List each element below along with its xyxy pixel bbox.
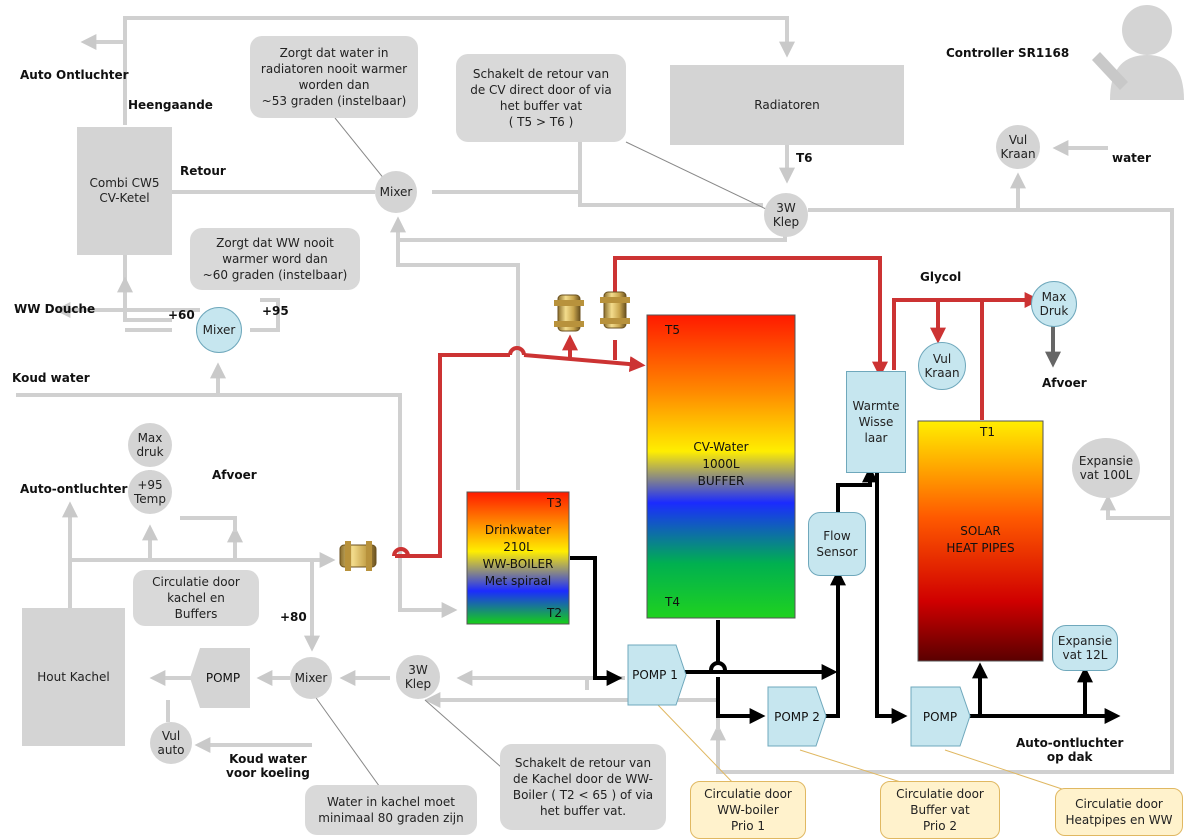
label-water: water [1112,151,1151,165]
pump-solar: POMP [922,709,958,724]
mixer-radiator: Mixer [375,171,417,213]
pump-2: POMP 2 [774,709,820,724]
hout-kachel-box: Hout Kachel [22,608,125,746]
sensor-t1-label: T1 [980,425,995,439]
flow-sensor: Flow Sensor [808,512,866,576]
note-prio-2: Circulatie door Buffer vat Prio 2 [880,781,1000,839]
vul-auto: Vul auto [150,722,192,764]
valve-icon [554,294,584,332]
label-ww-douche: WW Douche [14,302,96,316]
label-heengaande: Heengaande [128,98,213,112]
boiler-tank-fill [466,491,570,625]
solar-tank-label: SOLAR HEAT PIPES [946,524,1015,555]
boiler-tank-label: Drinkwater 210L WW-BOILER Met spiraal [482,523,554,588]
solar-heat-pipes: T1 SOLAR HEAT PIPES [918,421,1043,661]
vul-kraan-top: Vul Kraan [996,125,1040,169]
buffer-tank: T5 CV-Water 1000L BUFFER T4 [647,315,795,618]
label-afvoer-left: Afvoer [212,468,257,482]
pump-kachel: POMP [205,671,241,685]
expansie-vat-100l: Expansie vat 100L [1072,438,1140,498]
warmte-wisselaar: Warmte Wisse laar [846,371,906,473]
combi-ketel-box: Combi CW5 CV-Ketel [77,127,172,255]
sensor-t4-label: T4 [665,595,680,609]
note-heatpipes: Circulatie door Heatpipes en WW [1055,788,1183,836]
controller-title: Controller SR1168 [946,46,1070,60]
three-way-valve-top: 3W Klep [764,193,808,237]
avatar [1092,5,1184,100]
solar-tank-fill [917,420,1044,662]
label-plus60: +60 [168,308,195,322]
label-plus95: +95 [262,304,289,318]
label-retour: Retour [180,164,226,178]
three-way-valve-bottom: 3W Klep [396,655,440,699]
label-auto-ontluchter-left: Auto-ontluchter [20,482,128,496]
max-druk-left: Max druk [128,423,172,467]
label-auto-ontluchter-top: Auto Ontluchter [20,68,129,82]
label-plus80: +80 [280,610,307,624]
radiatoren-box: Radiatoren [670,65,904,145]
buffer-tank-fill [646,314,796,619]
label-auto-ontluchter-dak: Auto-ontluchter op dak [1016,736,1124,764]
pump-1-shape [627,644,687,706]
sensor-t2-label: T2 [547,606,562,620]
sensor-t5-label: T5 [665,323,680,337]
note-mixer-radiator: Zorgt dat water in radiatoren nooit warm… [250,36,418,118]
valve-icon [600,291,630,329]
pump-2-shape [767,686,827,747]
mixer-ww: Mixer [196,307,242,353]
label-glycol: Glycol [920,270,962,284]
expansie-vat-12l: Expansie vat 12L [1052,625,1118,671]
buffer-tank-label: CV-Water 1000L BUFFER [693,440,749,488]
valve-icon [339,541,377,571]
pump-1: POMP 1 [632,668,678,682]
note-prio-1: Circulatie door WW-boiler Prio 1 [690,781,806,839]
vul-kraan-glycol: Vul Kraan [918,342,966,390]
note-klep-kachel: Schakelt de retour van de Kachel door de… [500,744,666,830]
label-koud-water: Koud water [12,371,90,385]
pump-solar-shape [910,686,971,747]
note-mixer-ww: Zorgt dat WW nooit warmer word dan ~60 g… [190,228,360,290]
ww-boiler-tank: T3 Drinkwater 210L WW-BOILER Met spiraal… [467,492,569,624]
sensor-t3-label: T3 [547,496,562,510]
note-circulatie-kachel: Circulatie door kachel en Buffers [133,570,259,626]
temp-sensor-left: +95 Temp [128,470,172,514]
note-klep-retour: Schakelt de retour van de CV direct door… [456,54,626,142]
max-druk-glycol: Max Druk [1031,281,1077,327]
label-afvoer-right: Afvoer [1042,376,1087,390]
pump-kachel-shape [190,648,250,708]
mixer-kachel: Mixer [290,657,332,699]
label-koud-water-koeling: Koud water voor koeling [226,752,310,780]
note-kachel-80: Water in kachel moet minimaal 80 graden … [305,785,477,835]
label-t6: T6 [796,151,813,165]
